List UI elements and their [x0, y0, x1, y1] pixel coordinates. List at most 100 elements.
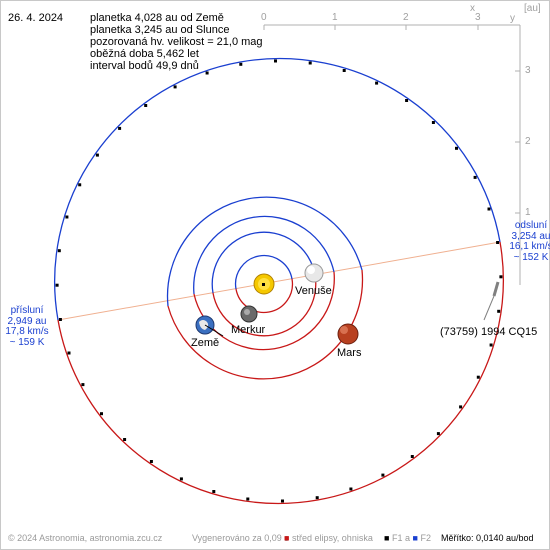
orbit-point — [100, 412, 103, 416]
earth-icon — [195, 315, 224, 337]
orbit-point — [95, 153, 99, 157]
sun-icon — [253, 273, 275, 295]
orbit-point — [65, 215, 69, 219]
y-tick-3: 3 — [525, 65, 531, 76]
info-magnitude: pozorovaná hv. velikost = 21,0 mag — [90, 36, 263, 48]
orbit-point — [349, 487, 353, 491]
orbit-point — [149, 460, 153, 463]
axis-unit: [au] — [524, 3, 541, 14]
orbit-point — [473, 175, 477, 179]
orbit-point — [205, 71, 209, 75]
mercury-orbit-above — [234, 254, 293, 290]
orbit-point — [246, 497, 250, 501]
orbit-point — [58, 318, 62, 321]
perihelion-temp: ~ 159 K — [9, 336, 45, 348]
info-period: oběžná doba 5,462 let — [90, 48, 199, 60]
orbit-point — [410, 455, 414, 458]
mars-orbit-below — [167, 269, 364, 380]
perihelion-title: přísluní — [10, 305, 44, 316]
x-axis — [263, 24, 520, 30]
orbit-point — [496, 241, 500, 244]
orbit-point — [489, 343, 493, 347]
orbit-point — [67, 351, 71, 355]
date-label: 26. 4. 2024 — [8, 12, 64, 24]
orbit-point — [375, 81, 379, 85]
footer-foci-legend: ■ F1 a ■ F2 — [384, 533, 431, 543]
orbit-point — [81, 383, 85, 387]
asteroid-info: planetka 4,028 au od Země planetka 3,245… — [90, 12, 263, 72]
venus-orbit-above — [211, 231, 316, 294]
orbit-point — [274, 59, 277, 63]
venus-icon — [304, 263, 324, 283]
orbit-point — [455, 146, 458, 150]
orbit-point — [173, 85, 177, 89]
venus-label: Venuše — [295, 285, 332, 297]
orbit-point — [239, 62, 243, 66]
asteroid-marker — [483, 281, 500, 321]
orbit-point — [281, 499, 284, 503]
center-legend-text: střed elipsy, ohniska — [291, 533, 373, 543]
x-tick-3: 3 — [475, 12, 481, 23]
asteroid-label: (73759) 1994 CQ15 — [440, 326, 538, 338]
orbit-point — [487, 207, 491, 211]
asteroid-orbit-above — [54, 57, 501, 321]
mercury-label: Merkur — [231, 324, 266, 336]
orbit-point — [405, 99, 409, 102]
info-point-interval: interval bodů 49,9 dnů — [90, 60, 199, 72]
orbit-point — [499, 275, 503, 279]
mars-icon — [337, 323, 359, 345]
orbit-point — [315, 496, 319, 500]
earth-label: Země — [191, 337, 220, 349]
footer-center-legend: ■ střed elipsy, ohniska — [284, 533, 373, 543]
orbit-point — [459, 405, 463, 409]
aphelion-distance: 3,254 au — [511, 230, 550, 242]
orbit-point — [78, 183, 82, 187]
earth-orbit-above — [193, 215, 335, 295]
orbit-point — [476, 375, 480, 379]
orbit-point-markers — [55, 59, 503, 503]
mercury-icon — [240, 305, 258, 323]
orbit-point — [436, 432, 440, 436]
footer-copyright: © 2024 Astronomia, astronomia.zcu.cz — [8, 533, 163, 543]
f1-text: F1 — [391, 533, 403, 543]
footer-generated: Vygenerováno za 0,09 s — [192, 533, 289, 543]
aphelion-speed: 16,1 km/s — [509, 241, 550, 252]
mars-label: Mars — [337, 347, 362, 359]
aphelion-title: odsluní — [514, 220, 548, 231]
orbit-point — [212, 490, 216, 493]
x-tick-1: 1 — [332, 12, 338, 23]
orbit-point — [57, 249, 61, 253]
orbit-point — [308, 61, 312, 65]
perihelion-speed: 17,8 km/s — [5, 326, 49, 337]
orbit-point — [118, 126, 122, 130]
perihelion-distance: 2,949 au — [7, 315, 47, 327]
orbit-point — [123, 438, 127, 441]
mercury-orbit-below — [235, 278, 294, 314]
a-text: a — [404, 533, 410, 543]
mars-orbit-above — [166, 196, 363, 307]
y-tick-2: 2 — [525, 136, 531, 147]
orbit-point — [55, 283, 59, 287]
x-tick-2: 2 — [403, 12, 409, 23]
f2-text: F2 — [420, 533, 431, 543]
venus-orbit-below — [212, 274, 317, 337]
orbit-point — [497, 309, 501, 313]
orbit-point — [381, 473, 385, 477]
orbit-point — [342, 69, 346, 72]
orbit-point — [431, 121, 435, 124]
aphelion-label: odsluní 3,254 au 16,1 km/s ~ 152 K — [508, 220, 550, 263]
aphelion-temp: ~ 152 K — [513, 251, 549, 263]
apsis-line — [57, 241, 501, 321]
x-axis-letter: x — [470, 3, 475, 14]
orbit-point — [179, 477, 183, 481]
y-axis — [515, 25, 521, 285]
y-axis-letter: y — [510, 13, 515, 24]
y-tick-1: 1 — [525, 207, 531, 218]
asteroid-orbit-below — [57, 241, 504, 505]
info-distance-earth: planetka 4,028 au od Země — [90, 12, 224, 24]
footer-scale: Měřítko: 0,0140 au/bod — [441, 533, 534, 543]
orbit-point — [144, 104, 148, 107]
info-distance-sun: planetka 3,245 au od Slunce — [90, 24, 230, 36]
x-tick-0: 0 — [261, 12, 267, 23]
